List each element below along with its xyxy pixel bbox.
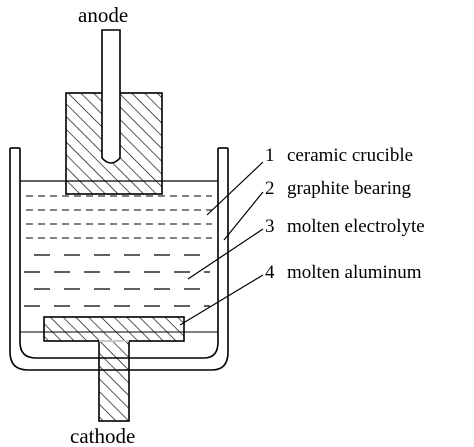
legend-number-3: 3 <box>265 216 275 237</box>
molten-electrolyte-upper-dashes <box>26 195 212 239</box>
cathode-label: cathode <box>70 424 135 447</box>
legend-number-4: 4 <box>265 262 275 283</box>
legend-number-2: 2 <box>265 178 275 199</box>
legend-number-1: 1 <box>265 145 275 166</box>
leader-line-4 <box>179 274 264 326</box>
cathode-stem <box>98 340 130 422</box>
leader-line-2 <box>223 191 264 241</box>
leader-line-3 <box>187 228 264 280</box>
anode-rod <box>101 29 121 164</box>
legend-text-graphite-bearing: graphite bearing <box>287 178 411 199</box>
molten-electrolyte-lower-dashes <box>24 254 210 307</box>
leader-line-1 <box>206 161 264 216</box>
legend-text-molten-aluminum: molten aluminum <box>287 262 422 283</box>
cathode-plate <box>43 316 185 342</box>
legend-text-molten-electrolyte: molten electrolyte <box>287 216 425 237</box>
anode-label: anode <box>78 3 128 27</box>
legend-text-ceramic-crucible: ceramic crucible <box>287 145 413 166</box>
